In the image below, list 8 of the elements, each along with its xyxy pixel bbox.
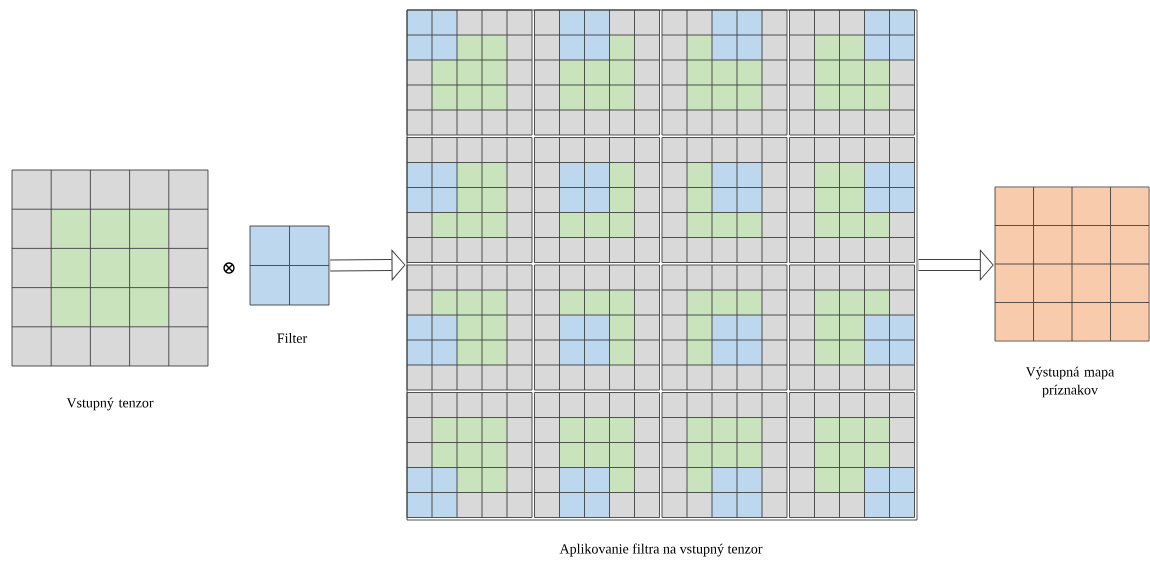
operator-symbol: ⊗	[223, 262, 235, 274]
caption: Aplikovanie filtra na vstupný tenzor	[559, 543, 763, 557]
block-arrow	[918, 249, 994, 281]
block-arrow	[330, 249, 406, 281]
grid-label: Výstupná mapa príznakov	[1025, 366, 1115, 398]
grid-label: Filter	[277, 333, 308, 343]
sliding-window-grid	[406, 9, 918, 521]
grid-label: Vstupný tenzor	[66, 397, 154, 411]
